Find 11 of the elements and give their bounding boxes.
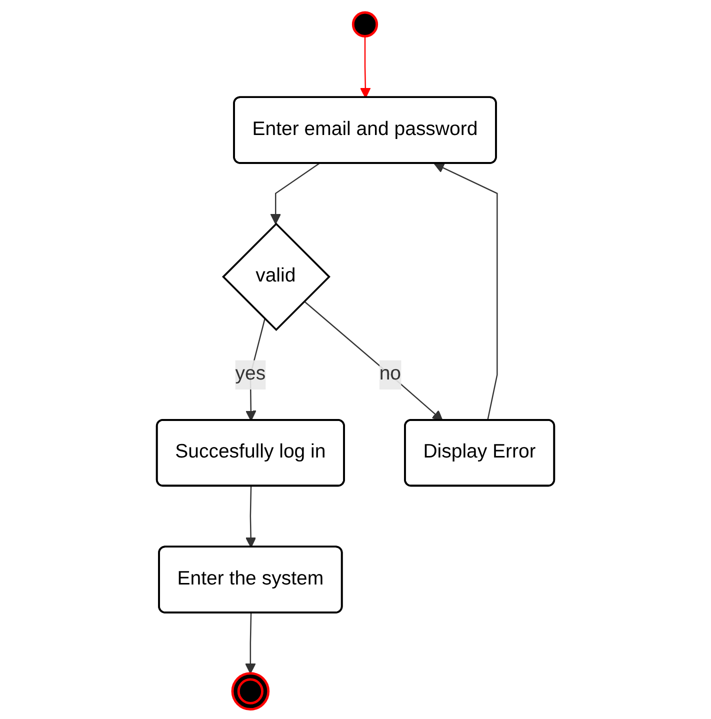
- arrow: [360, 36, 371, 98]
- arrow: [304, 300, 443, 422]
- arrow: [434, 162, 498, 421]
- arrow: [245, 486, 256, 548]
- node-circle: [352, 11, 378, 38]
- arrow: [270, 163, 320, 224]
- edge-label: yes: [235, 364, 266, 385]
- node-circle: [231, 672, 270, 710]
- node-diamond: valid: [222, 222, 330, 332]
- edge-label: no: [379, 364, 402, 385]
- arrow: [245, 613, 256, 674]
